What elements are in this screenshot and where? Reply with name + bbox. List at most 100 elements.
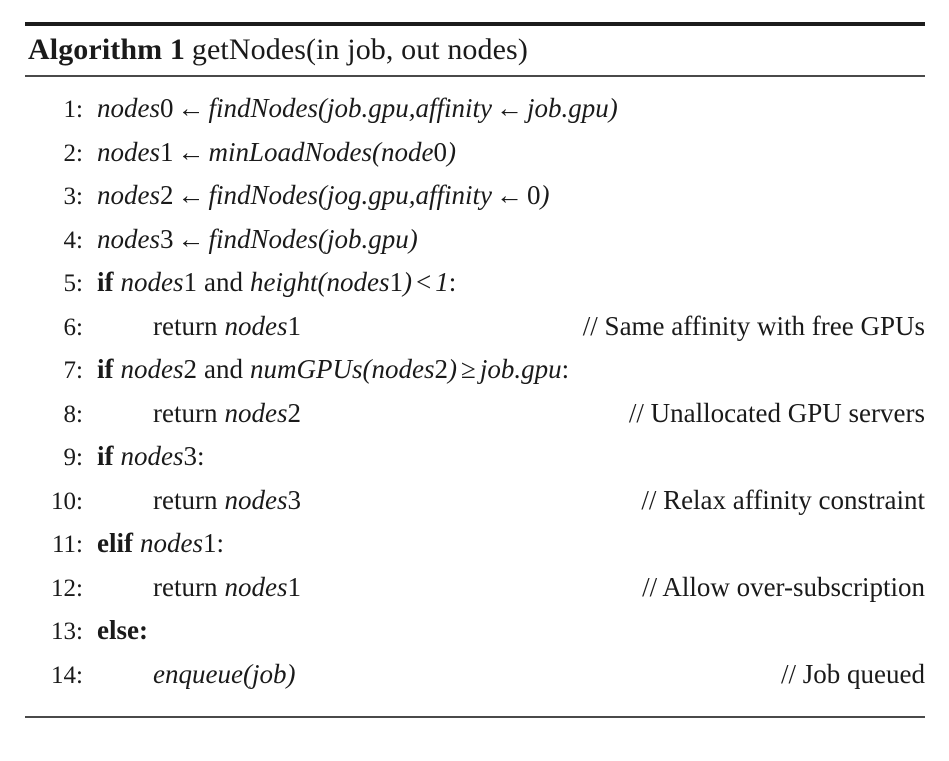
algorithm-body: 1:nodes0←findNodes(job.gpu,affinity←job.…: [25, 77, 925, 702]
identifier: affinity: [415, 93, 493, 123]
identifier: nodes: [224, 310, 288, 341]
algorithm-line: 1:nodes0←findNodes(job.gpu,affinity←job.…: [25, 93, 925, 137]
colon: :: [448, 267, 457, 297]
code-expression: elif nodes1:: [97, 528, 224, 559]
identifier: job: [327, 223, 362, 254]
line-number: 12:: [51, 574, 83, 602]
algorithm-line: 10:return nodes3// Relax affinity constr…: [25, 485, 925, 529]
algorithm-caption-label: Algorithm 1: [28, 33, 185, 66]
paren-open: (: [318, 180, 328, 210]
assign-arrow: ←: [177, 180, 205, 210]
code-expression: enqueue(job): [97, 659, 295, 690]
identifier: job: [479, 354, 515, 384]
function-name: findNodes: [208, 93, 319, 123]
algorithm-line: 3:nodes2←findNodes(jog.gpu,affinity←0): [25, 180, 925, 224]
assign-arrow: ←: [496, 180, 524, 210]
inline-comment: // Job queued: [781, 658, 925, 689]
line-body: nodes2←findNodes(jog.gpu,affinity←0): [97, 180, 925, 211]
algorithm-line: 8:return nodes2// Unallocated GPU server…: [25, 398, 925, 442]
inline-comment: // Allow over-subscription: [642, 571, 925, 602]
code-expression: if nodes1 and height(nodes1)<1:: [97, 267, 456, 298]
relational-operator: ≥: [460, 354, 476, 384]
paren-open: (: [318, 93, 328, 123]
algorithm-line: 7:if nodes2 and numGPUs(nodes2)≥job.gpu:: [25, 354, 925, 398]
identifier: nodes: [371, 354, 435, 384]
algorithm-line: 9: if nodes3:: [25, 441, 925, 485]
line-body: if nodes2 and numGPUs(nodes2)≥job.gpu:: [97, 354, 925, 385]
identifier: 1: [435, 267, 449, 297]
inline-comment: // Unallocated GPU servers: [628, 397, 925, 428]
colon: :: [561, 354, 570, 384]
keyword-return: return: [153, 397, 218, 428]
rule-top: [25, 22, 925, 26]
line-body: nodes1←minLoadNodes(node0): [97, 137, 925, 168]
identifier-index: 2: [183, 354, 198, 384]
keyword: if: [97, 441, 114, 471]
assign-arrow: ←: [496, 93, 524, 123]
comma: ,: [408, 180, 416, 210]
assign-arrow: ←: [177, 136, 205, 167]
algorithm-line: 5:if nodes1 and height(nodes1)<1:: [25, 267, 925, 311]
assign-arrow: ←: [177, 93, 205, 123]
function-name: findNodes: [208, 223, 319, 254]
identifier-index: 3: [183, 441, 198, 471]
field: gpu: [368, 223, 409, 254]
keyword-return: return: [153, 571, 218, 602]
paren-close: ): [540, 180, 550, 210]
identifier-index: 3: [287, 484, 301, 515]
field: gpu: [368, 93, 409, 123]
code-expression: return nodes2: [97, 398, 301, 429]
line-number: 2:: [63, 139, 83, 167]
identifier: jog: [327, 180, 362, 210]
conjunction: and: [204, 354, 243, 384]
identifier: nodes: [120, 441, 184, 471]
line-number: 5:: [63, 270, 83, 297]
identifier-index: 1: [287, 571, 301, 602]
identifier: nodes: [120, 354, 184, 384]
line-body: if nodes3:: [97, 441, 925, 472]
line-number: 9:: [63, 444, 83, 471]
keyword: if: [97, 267, 114, 297]
paren-open: (: [318, 223, 328, 254]
line-number: 14:: [51, 661, 83, 689]
identifier: nodes: [120, 267, 184, 297]
function-name: findNodes: [208, 180, 319, 210]
algorithm-line: 11:elif nodes1:: [25, 528, 925, 572]
inline-comment: // Same affinity with free GPUs: [582, 310, 925, 341]
line-body: elif nodes1:: [97, 528, 925, 559]
keyword-return: return: [153, 310, 218, 341]
function-name: enqueue: [153, 658, 243, 689]
dot: .: [361, 180, 369, 210]
paren-open: (: [372, 136, 382, 167]
code-expression: else:: [97, 615, 148, 646]
identifier: nodes: [224, 484, 288, 515]
field: gpu: [521, 354, 562, 384]
literal: 0: [527, 180, 541, 210]
identifier: nodes: [224, 397, 288, 428]
algorithm-line: 14: enqueue(job) // Job queued: [25, 659, 925, 703]
identifier-index: 2: [434, 354, 448, 384]
keyword: else: [97, 615, 139, 645]
identifier: nodes: [224, 571, 288, 602]
paren-close: ): [402, 267, 412, 297]
line-body: return nodes1 // Allow over-subscription: [97, 572, 925, 603]
identifier: node: [381, 136, 434, 167]
identifier-index: 2: [287, 397, 301, 428]
function-name: height: [249, 267, 318, 297]
dot: .: [361, 93, 369, 123]
keyword: if: [97, 354, 114, 384]
code-expression: return nodes1: [97, 311, 301, 342]
code-expression: if nodes2 and numGPUs(nodes2)≥job.gpu:: [97, 354, 569, 385]
line-number: 4:: [63, 226, 83, 254]
identifier-index: 3: [160, 223, 174, 254]
identifier-index: 0: [433, 136, 448, 167]
line-number: 6:: [63, 313, 83, 341]
assign-target: nodes: [97, 223, 160, 254]
paren-close: ): [447, 136, 457, 167]
algorithm-line: 13:else:: [25, 615, 925, 659]
identifier: nodes: [326, 267, 390, 297]
rule-under-caption: [25, 75, 925, 77]
conjunction: and: [204, 267, 243, 297]
identifier: nodes: [139, 528, 203, 558]
